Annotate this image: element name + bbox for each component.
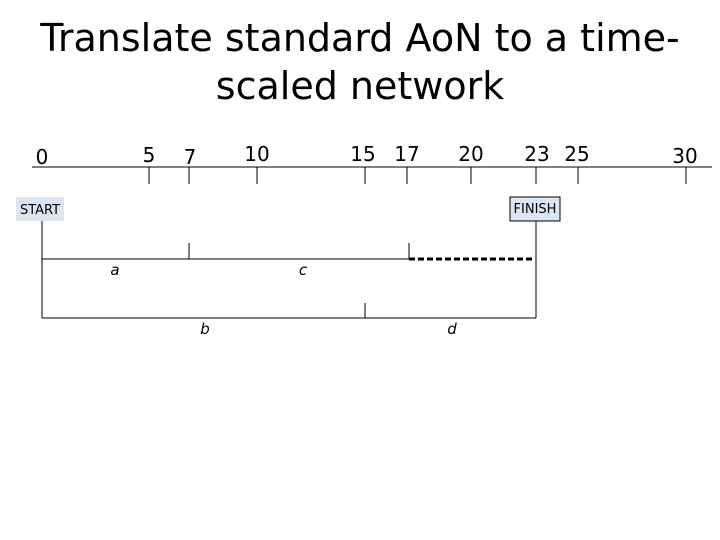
tick-label-0: 0 [36, 145, 49, 169]
start-node [16, 197, 64, 221]
activity-b-label: b [200, 320, 210, 338]
tick-label-23: 23 [524, 142, 549, 166]
start-node-label: START [20, 203, 60, 218]
tick-label-5: 5 [143, 143, 156, 167]
activity-c-label: c [299, 261, 308, 279]
tick-label-17: 17 [394, 142, 419, 166]
tick-label-15: 15 [350, 142, 375, 166]
activity-a-label: a [110, 261, 119, 279]
slide-title-line-1: Translate standard AoN to a time- [40, 16, 680, 60]
tick-label-25: 25 [564, 142, 589, 166]
activity-d-label: d [447, 320, 457, 338]
tick-label-20: 20 [458, 142, 483, 166]
finish-node [509, 196, 561, 222]
slide-title: Translate standard AoN to a time- scaled… [0, 14, 720, 110]
tick-label-30: 30 [672, 144, 697, 168]
finish-node-label: FINISH [514, 202, 557, 217]
slide-title-line-2: scaled network [215, 64, 505, 108]
tick-label-7: 7 [184, 145, 197, 169]
tick-label-10: 10 [244, 142, 269, 166]
